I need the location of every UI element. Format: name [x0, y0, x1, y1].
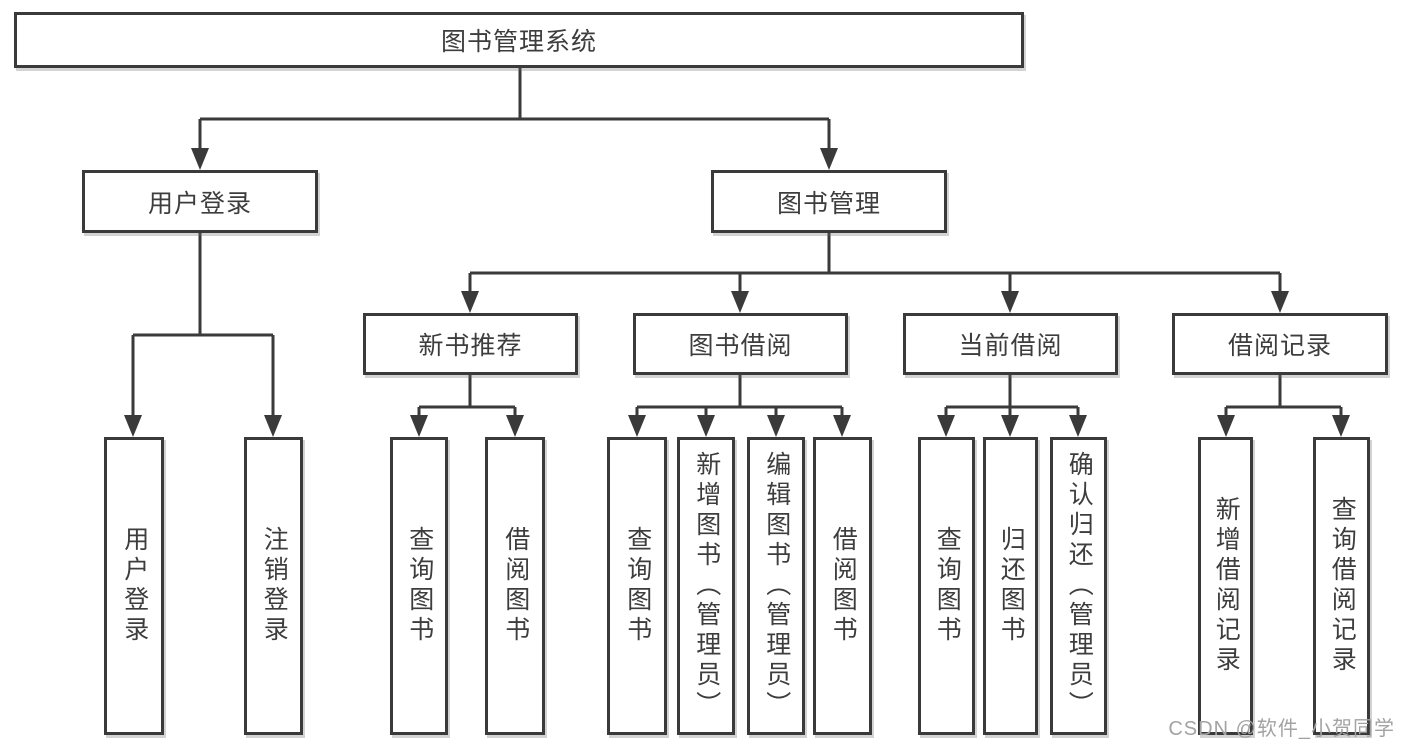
node-user-login-branch: 用户登录	[82, 170, 318, 233]
node-book-management: 图书管理	[711, 170, 947, 233]
csdn-watermark: CSDN @软件_小贺同学	[1168, 718, 1395, 740]
node-current-borrowing: 当前借阅	[903, 313, 1118, 375]
node-user-login-leaf: 用户登录	[104, 437, 164, 735]
node-query-books-recommend: 查询图书	[390, 437, 448, 735]
node-query-books-borrowing: 查询图书	[607, 437, 667, 735]
node-confirm-return-admin: 确认归还（管理员）	[1050, 437, 1107, 735]
node-book-borrowing: 图书借阅	[633, 313, 848, 375]
node-borrow-books-recommend: 借阅图书	[485, 437, 545, 735]
node-add-books-admin: 新增图书（管理员）	[677, 437, 735, 735]
node-logout: 注销登录	[244, 437, 303, 735]
node-query-books-current: 查询图书	[918, 437, 975, 735]
node-query-borrow-record: 查询借阅记录	[1313, 437, 1370, 735]
node-new-book-recommend: 新书推荐	[363, 313, 578, 375]
node-library-management-system: 图书管理系统	[14, 12, 1024, 68]
node-borrow-books: 借阅图书	[813, 437, 872, 735]
node-borrow-records: 借阅记录	[1172, 313, 1388, 375]
node-edit-books-admin: 编辑图书（管理员）	[747, 437, 805, 735]
arrowheads	[124, 148, 1350, 437]
node-return-books: 归还图书	[983, 437, 1038, 735]
node-add-borrow-record: 新增借阅记录	[1198, 437, 1253, 735]
tree-edges	[131, 68, 1343, 419]
